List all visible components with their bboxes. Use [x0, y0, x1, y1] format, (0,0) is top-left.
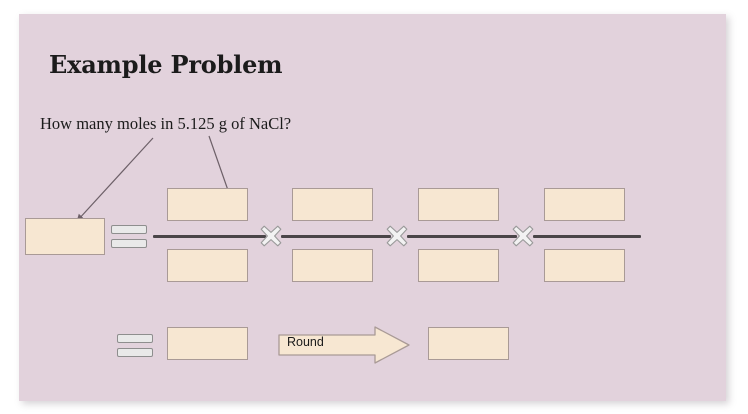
fraction-3-bar: [407, 235, 517, 238]
multiply-icon-1: [260, 225, 282, 247]
fraction-1-bar: [153, 235, 266, 238]
leader-arrow-to-numerator-box: [208, 135, 232, 197]
fraction-4-denominator-box[interactable]: [544, 249, 625, 282]
equals-bar-top: [117, 334, 153, 343]
slide-canvas: Example Problem How many moles in 5.125 …: [19, 14, 726, 401]
equals-sign-work-row: [111, 225, 147, 249]
equals-bar-bottom: [111, 239, 147, 248]
leader-arrow-to-given-box: [76, 137, 154, 222]
fraction-1-denominator-box[interactable]: [167, 249, 248, 282]
unrounded-answer-box[interactable]: [167, 327, 248, 360]
rounded-answer-box[interactable]: [428, 327, 509, 360]
equals-sign-answer-row: [117, 334, 153, 358]
fraction-3-denominator-box[interactable]: [418, 249, 499, 282]
round-arrow-label: Round: [287, 335, 324, 349]
fraction-4-numerator-box[interactable]: [544, 188, 625, 221]
fraction-1-numerator-box[interactable]: [167, 188, 248, 221]
equals-bar-top: [111, 225, 147, 234]
multiply-icon-3: [512, 225, 534, 247]
fraction-3-numerator-box[interactable]: [418, 188, 499, 221]
round-arrow: Round: [278, 326, 411, 364]
page-title: Example Problem: [49, 50, 283, 79]
fraction-4-bar: [533, 235, 641, 238]
given-quantity-box[interactable]: [25, 218, 105, 255]
fraction-2-denominator-box[interactable]: [292, 249, 373, 282]
problem-statement: How many moles in 5.125 g of NaCl?: [40, 114, 292, 133]
fraction-2-numerator-box[interactable]: [292, 188, 373, 221]
equals-bar-bottom: [117, 348, 153, 357]
multiply-icon-2: [386, 225, 408, 247]
fraction-2-bar: [281, 235, 391, 238]
